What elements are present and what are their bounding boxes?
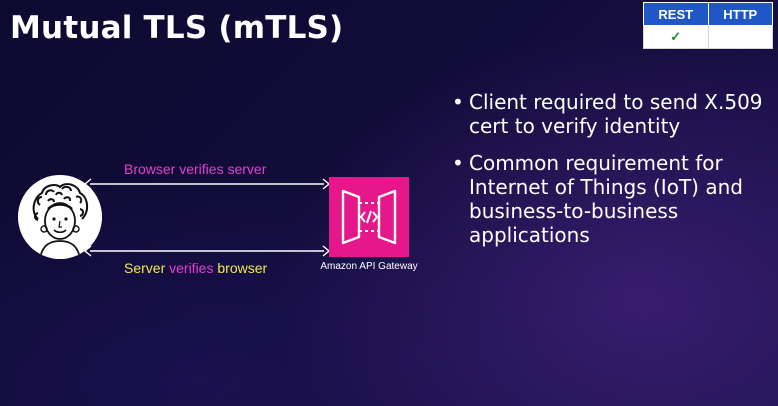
slide-title: Mutual TLS (mTLS) (10, 10, 344, 46)
server-verifies-browser-label: Server verifies browser (124, 260, 267, 276)
bullet-dot: • (452, 90, 464, 114)
label-server: Server (124, 260, 166, 276)
gateway-caption: Amazon API Gateway (320, 261, 418, 272)
api-gateway-icon (329, 177, 409, 257)
browser-verifies-server-label: Browser verifies server (124, 161, 267, 177)
browser-verification-arrow (84, 245, 330, 257)
http-header: HTTP (707, 2, 773, 26)
api-compatibility-table: REST HTTP ✓ (643, 2, 773, 49)
person-avatar-icon (18, 175, 102, 259)
bullet-list: • Client required to send X.509 cert to … (452, 90, 772, 260)
bullet-dot: • (452, 151, 464, 175)
label-verifies: verifies (169, 260, 214, 276)
list-item: • Client required to send X.509 cert to … (452, 90, 772, 138)
rest-check-icon: ✓ (643, 25, 709, 49)
table-row: ✓ (643, 25, 773, 49)
table-header-row: REST HTTP (643, 2, 773, 26)
list-item: • Common requirement for Internet of Thi… (452, 151, 772, 247)
bullet-text: Common requirement for Internet of Thing… (469, 151, 743, 247)
bullet-text: Client required to send X.509 cert to ve… (469, 90, 763, 138)
rest-header: REST (643, 2, 709, 26)
server-verification-arrow (84, 178, 330, 190)
label-browser: browser (217, 260, 268, 276)
http-cell (707, 25, 773, 49)
